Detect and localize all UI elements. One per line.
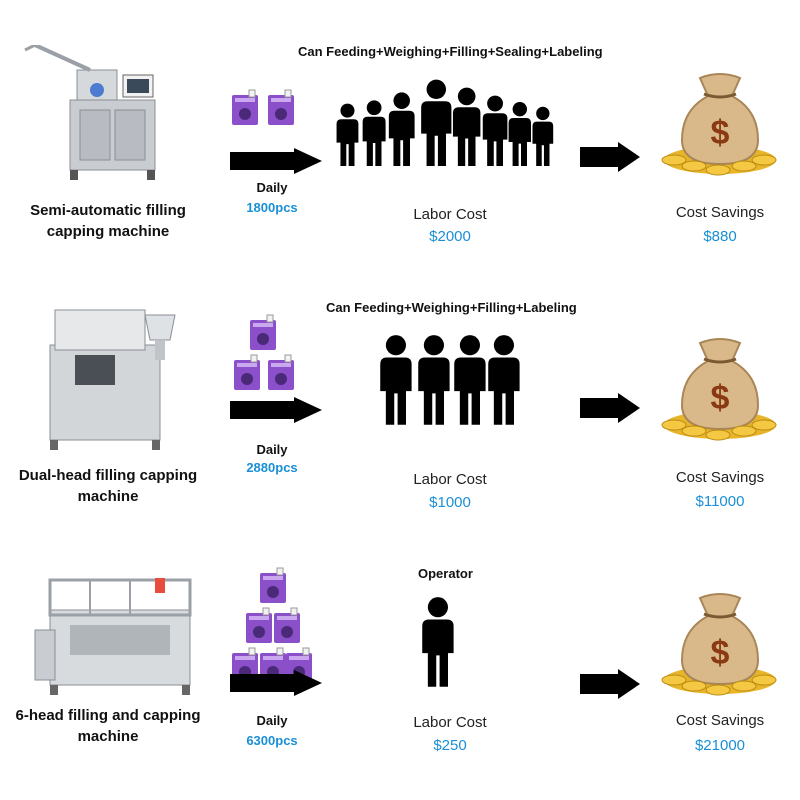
filling-machine-icon bbox=[49, 309, 176, 450]
arrow-right-icon bbox=[580, 669, 640, 699]
pouch-icon bbox=[234, 314, 294, 390]
row-6-head: 6-head filling and capping machine Daily… bbox=[0, 520, 800, 780]
cost-savings-value: $880 bbox=[703, 228, 737, 245]
cost-savings-label: Cost Savings bbox=[675, 712, 765, 729]
svg-text:$: $ bbox=[711, 634, 730, 672]
worker-silhouette bbox=[421, 79, 452, 166]
worker-silhouette bbox=[508, 102, 531, 166]
daily-value: 1800pcs bbox=[246, 200, 298, 215]
worker-silhouette bbox=[362, 100, 386, 166]
pouch bbox=[268, 89, 294, 125]
pouch bbox=[246, 607, 272, 643]
worker-silhouette bbox=[482, 95, 508, 166]
worker-silhouette bbox=[454, 335, 486, 425]
daily-value: 6300pcs bbox=[246, 733, 298, 748]
svg-text:$: $ bbox=[711, 379, 730, 417]
cost-savings-label: Cost Savings bbox=[675, 204, 765, 221]
daily-label: Daily bbox=[256, 442, 288, 457]
labor-cost-label: Labor Cost bbox=[413, 471, 487, 488]
money-bag-icon: $ bbox=[661, 593, 777, 696]
filling-machine-icon bbox=[34, 578, 192, 695]
process-title: Can Feeding+Weighing+Filling+Sealing+Lab… bbox=[298, 44, 603, 59]
pouch-icon bbox=[232, 89, 294, 125]
arrow-right-icon bbox=[230, 397, 322, 423]
money-bag: $ bbox=[661, 73, 777, 176]
labor-cost-value: $250 bbox=[433, 737, 467, 754]
worker-icon bbox=[422, 597, 454, 687]
daily-label: Daily bbox=[256, 713, 288, 728]
labor-cost-label: Labor Cost bbox=[413, 714, 487, 731]
worker-silhouette bbox=[380, 335, 412, 425]
arrow-right-icon bbox=[580, 393, 640, 423]
worker-silhouette bbox=[418, 335, 450, 425]
money-bag: $ bbox=[661, 338, 777, 441]
filling-machine-icon bbox=[24, 45, 156, 180]
cost-savings-label: Cost Savings bbox=[675, 469, 765, 486]
worker-silhouette bbox=[388, 92, 415, 166]
svg-text:$: $ bbox=[711, 114, 730, 152]
labor-cost-value: $2000 bbox=[429, 228, 471, 245]
worker-silhouette bbox=[488, 335, 520, 425]
arrow-right-icon bbox=[230, 670, 322, 696]
money-bag: $ bbox=[661, 593, 777, 696]
money-bag-icon: $ bbox=[661, 338, 777, 441]
pouch bbox=[232, 89, 258, 125]
row-dual-head: Dual-head filling capping machine Daily … bbox=[0, 260, 800, 520]
daily-value: 2880pcs bbox=[246, 460, 298, 475]
worker-silhouette bbox=[452, 87, 481, 166]
labor-cost-label: Labor Cost bbox=[413, 206, 487, 223]
machine-name: 6-head filling and capping machine bbox=[15, 707, 201, 745]
worker-silhouette bbox=[336, 103, 359, 166]
worker-icon bbox=[336, 79, 554, 166]
pouch bbox=[260, 567, 286, 603]
pouch bbox=[268, 354, 294, 390]
worker-silhouette bbox=[422, 597, 454, 687]
process-title: Operator bbox=[418, 566, 473, 581]
pouch bbox=[274, 607, 300, 643]
pouch bbox=[250, 314, 276, 350]
process-title: Can Feeding+Weighing+Filling+Labeling bbox=[326, 300, 577, 315]
pouch bbox=[234, 354, 260, 390]
pouch-icon bbox=[232, 567, 312, 683]
worker-icon bbox=[380, 335, 520, 425]
worker-silhouette bbox=[532, 106, 554, 166]
arrow-right-icon bbox=[230, 148, 322, 174]
money-bag-icon: $ bbox=[661, 73, 777, 176]
machine-name: Dual-head filling capping machine bbox=[18, 467, 198, 505]
cost-savings-value: $21000 bbox=[694, 737, 746, 754]
arrow-right-icon bbox=[580, 142, 640, 172]
machine-name: Semi-automatic filling capping machine bbox=[30, 202, 186, 240]
row-semi-automatic: Semi-automatic filling capping machine D… bbox=[0, 0, 800, 260]
cost-savings-value: $11000 bbox=[695, 493, 745, 510]
labor-cost-value: $1000 bbox=[429, 494, 471, 511]
daily-label: Daily bbox=[256, 180, 288, 195]
